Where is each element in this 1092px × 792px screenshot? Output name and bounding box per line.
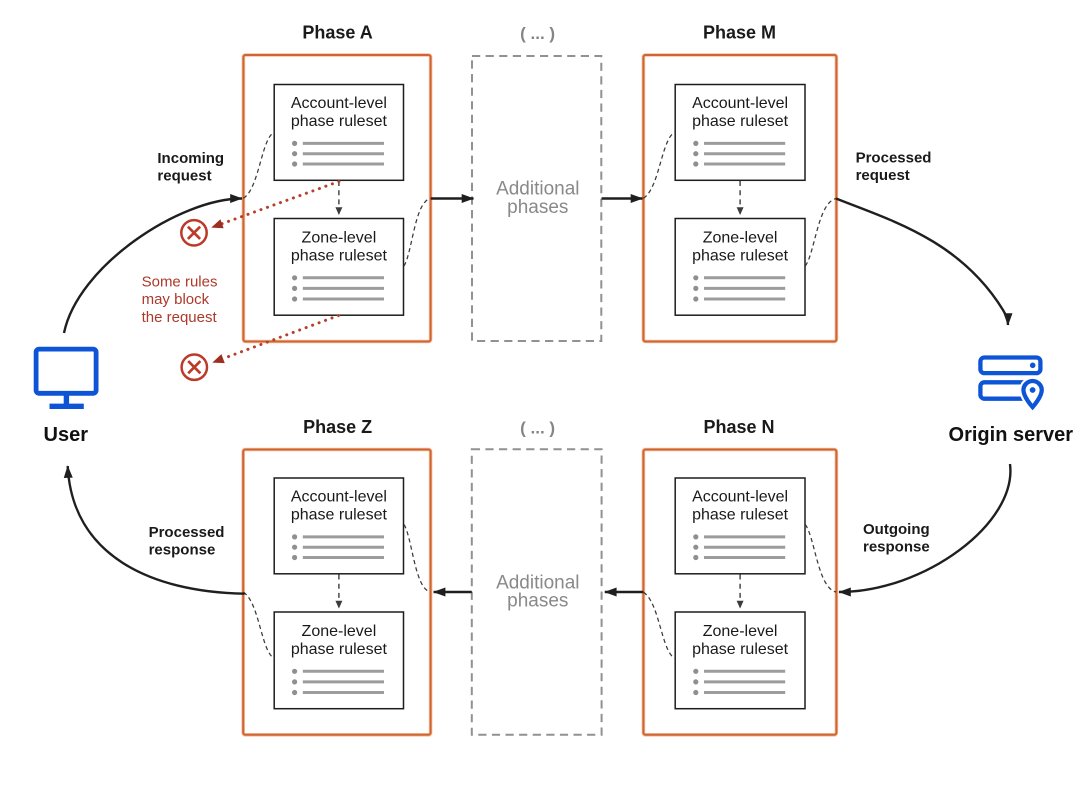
svg-text:may block: may block [142, 291, 210, 308]
svg-text:request: request [157, 168, 211, 185]
svg-text:( ... ): ( ... ) [520, 24, 555, 43]
svg-text:phase ruleset: phase ruleset [291, 641, 388, 658]
svg-text:Account-level: Account-level [692, 489, 788, 506]
svg-text:Zone-level: Zone-level [703, 229, 778, 246]
svg-text:phase ruleset: phase ruleset [692, 641, 789, 658]
svg-text:( ... ): ( ... ) [520, 418, 555, 437]
svg-text:Zone-level: Zone-level [703, 623, 778, 640]
svg-text:Incoming: Incoming [157, 150, 224, 167]
svg-text:User: User [44, 424, 89, 446]
svg-text:phases: phases [507, 591, 568, 612]
svg-text:response: response [149, 542, 216, 559]
svg-text:phase ruleset: phase ruleset [291, 247, 388, 264]
svg-text:phase ruleset: phase ruleset [692, 247, 789, 264]
svg-text:Zone-level: Zone-level [302, 623, 377, 640]
svg-text:Some rules: Some rules [142, 274, 218, 291]
svg-text:phase ruleset: phase ruleset [692, 507, 789, 524]
svg-text:Additional: Additional [496, 573, 579, 594]
svg-text:request: request [856, 167, 910, 184]
svg-text:Phase M: Phase M [703, 23, 776, 43]
svg-text:the request: the request [142, 309, 218, 326]
svg-text:phase ruleset: phase ruleset [692, 113, 789, 130]
svg-text:Processed: Processed [856, 150, 932, 167]
svg-text:phases: phases [507, 197, 568, 218]
svg-text:phase ruleset: phase ruleset [291, 507, 388, 524]
svg-text:Account-level: Account-level [291, 95, 387, 112]
svg-text:Outgoing: Outgoing [863, 521, 930, 538]
svg-text:Account-level: Account-level [291, 489, 387, 506]
svg-text:Origin server: Origin server [949, 424, 1074, 446]
svg-text:Phase N: Phase N [703, 417, 774, 437]
svg-text:Phase A: Phase A [302, 23, 372, 43]
svg-text:Zone-level: Zone-level [302, 229, 377, 246]
svg-text:Account-level: Account-level [692, 95, 788, 112]
svg-text:Phase Z: Phase Z [303, 417, 372, 437]
svg-text:Processed: Processed [149, 524, 225, 541]
svg-text:Additional: Additional [496, 179, 579, 200]
svg-text:phase ruleset: phase ruleset [291, 113, 388, 130]
svg-text:response: response [863, 539, 930, 556]
